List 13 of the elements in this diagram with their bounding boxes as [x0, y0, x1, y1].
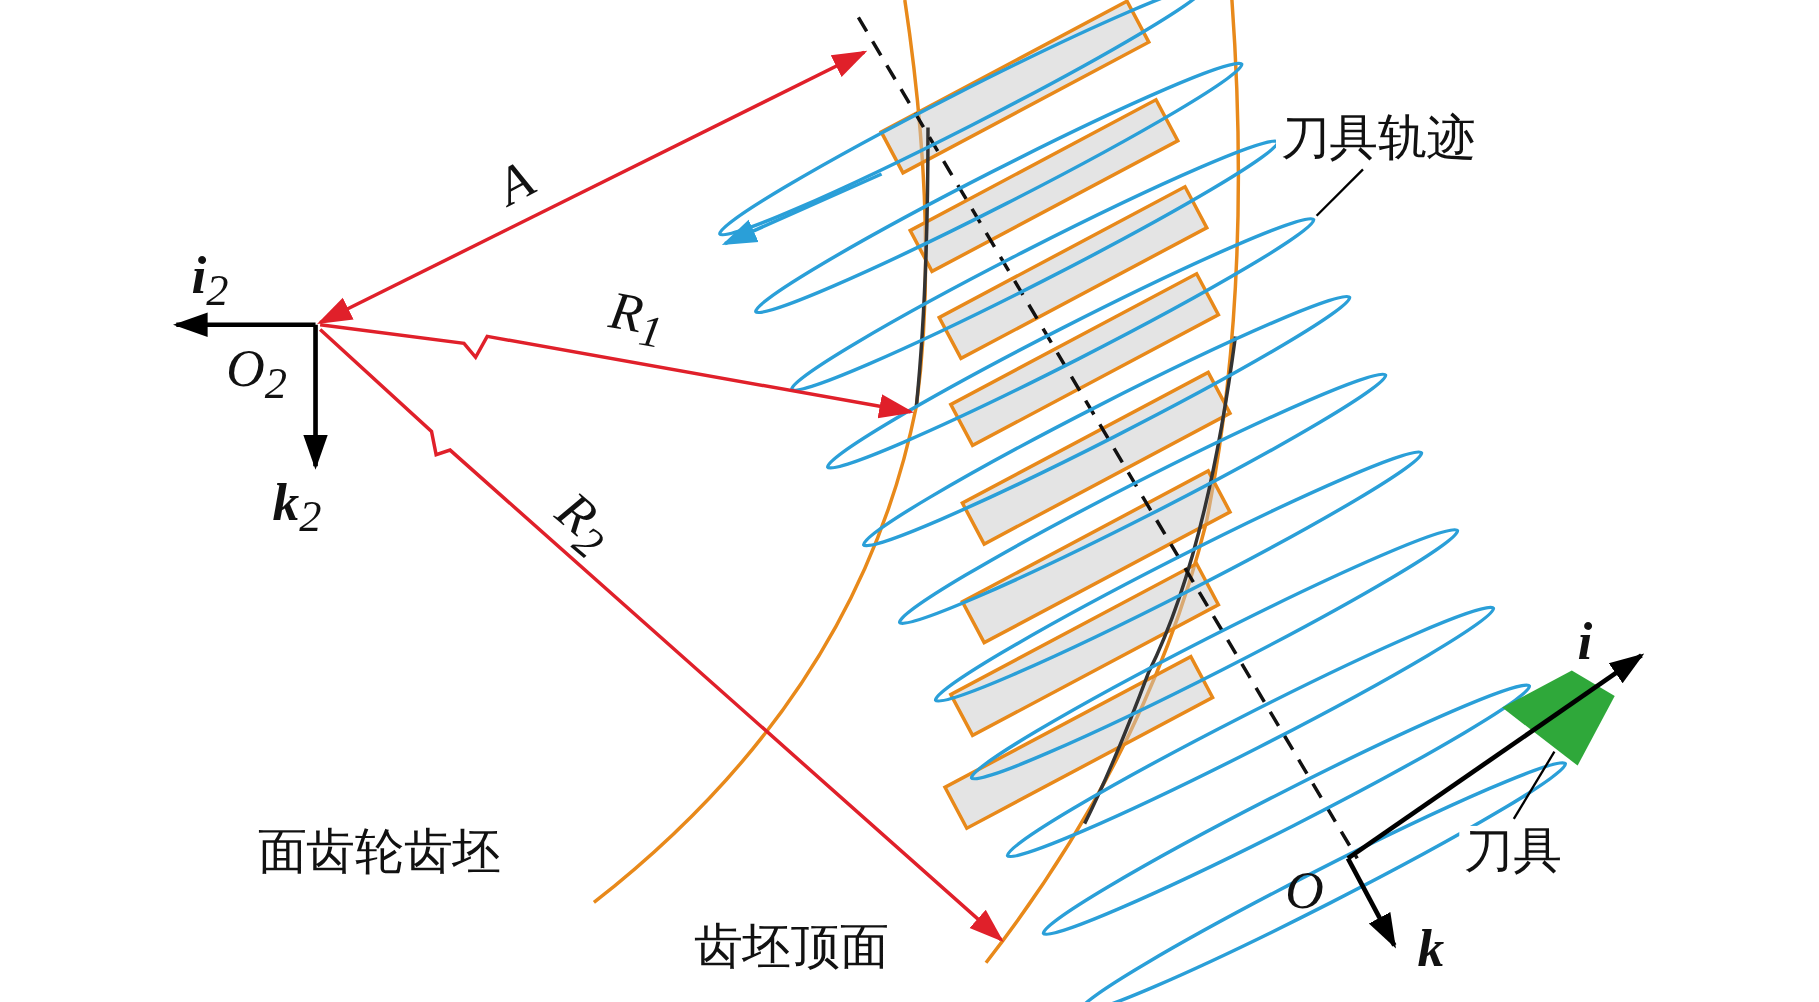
part-label: 齿坯顶面	[693, 922, 889, 971]
cutting-tool-drawing	[1502, 670, 1615, 766]
axis-label: i	[1577, 614, 1593, 669]
leader-line	[1315, 168, 1364, 217]
dimension-label: R$_{1}$	[604, 283, 668, 356]
axis-label: k$_{2}$	[272, 475, 322, 539]
axis-label: k	[1417, 922, 1445, 976]
origin-label: O	[1285, 864, 1324, 918]
part-label: 面齿轮齿坯	[257, 827, 502, 876]
axis-label: i$_{2}$	[191, 249, 229, 313]
origin-label: O$_{2}$	[226, 342, 287, 406]
leader-line	[1512, 751, 1556, 820]
dimension-label: A	[488, 152, 542, 215]
